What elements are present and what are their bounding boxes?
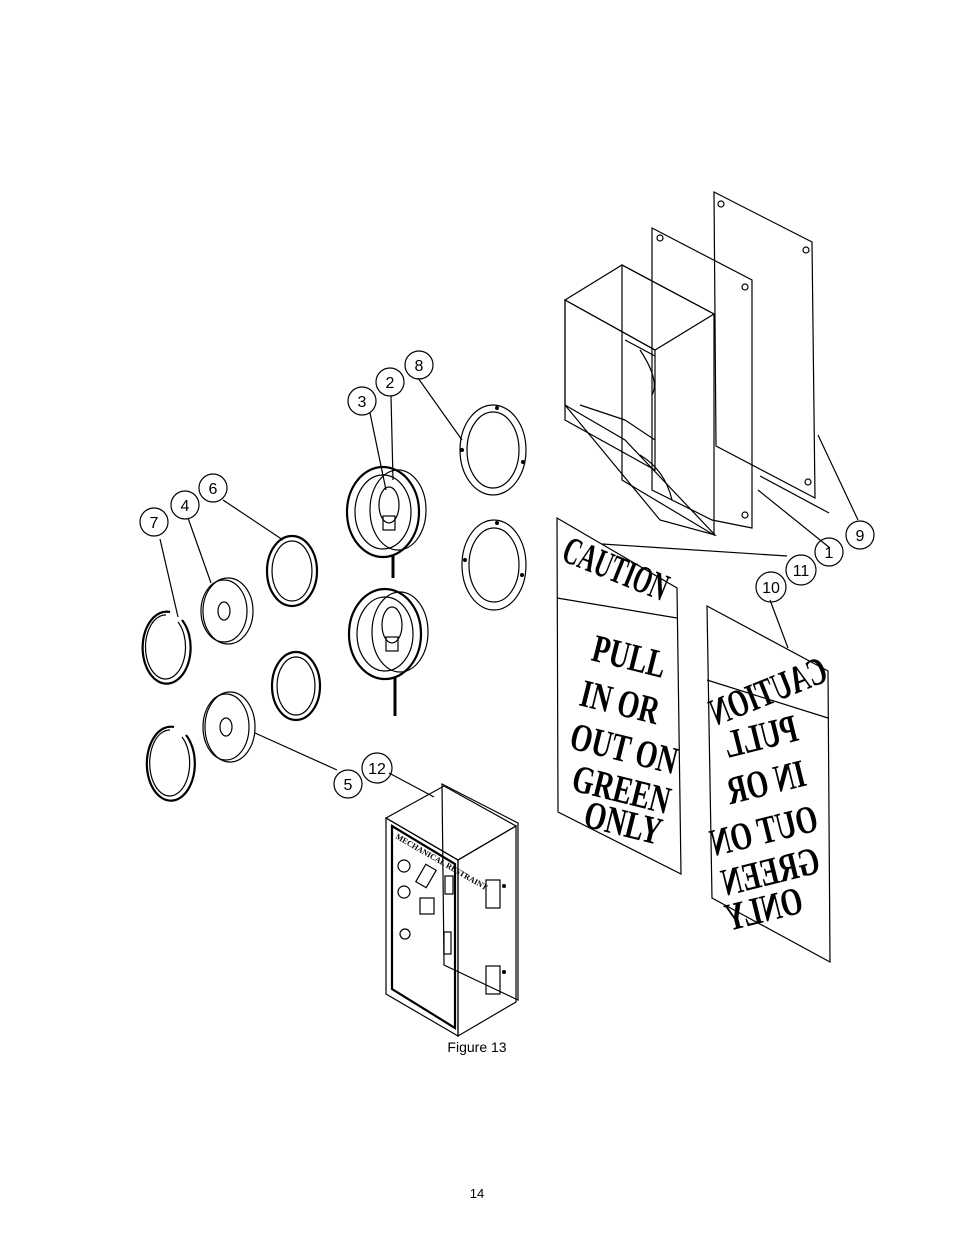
page-number: 14 (469, 1186, 485, 1201)
sign-front-header: CAUTION (556, 528, 674, 610)
leader-lines (159, 377, 859, 798)
gasket-ring-upper (459, 404, 527, 496)
callout-label-5: 5 (344, 777, 353, 794)
callout-6: 6 (198, 473, 228, 503)
signal-housing (563, 227, 753, 537)
callout-8: 8 (404, 350, 434, 380)
callout-5: 5 (333, 769, 363, 799)
callout-label-4: 4 (181, 498, 190, 515)
retaining-ring-lower (145, 725, 196, 802)
callout-11: 11 (785, 554, 817, 586)
lens-upper (265, 534, 319, 608)
caution-sign-front: CAUTION PULL IN OR OUT ON GREEN ONLY (556, 516, 682, 875)
callout-4: 4 (170, 490, 200, 520)
lens-lower (270, 650, 322, 722)
caution-sign-back: CAUTION PULL IN OR OUT ON GREEN ONLY (703, 604, 834, 964)
callout-label-1: 1 (825, 545, 834, 562)
control-box: MECHANICAL RESTRAINT (384, 783, 519, 1038)
callout-10: 10 (755, 571, 787, 603)
callout-label-3: 3 (358, 394, 367, 411)
back-plate (713, 191, 816, 499)
callout-2: 2 (375, 367, 405, 397)
visor-upper (200, 577, 254, 645)
callout-label-8: 8 (415, 358, 424, 375)
callout-9: 9 (845, 520, 875, 550)
callout-label-2: 2 (386, 375, 395, 392)
visor-lower (202, 691, 256, 763)
callout-label-12: 12 (368, 761, 386, 778)
callout-7: 7 (139, 507, 169, 537)
callout-label-6: 6 (209, 481, 218, 498)
lamp-socket-upper (345, 465, 427, 578)
gasket-ring-lower (461, 519, 527, 611)
lamp-socket-lower (347, 587, 429, 716)
callout-label-11: 11 (793, 563, 810, 580)
retaining-ring-upper (141, 610, 192, 685)
callout-3: 3 (347, 386, 377, 416)
callout-12: 12 (361, 752, 393, 784)
figure-caption: Figure 13 (447, 1039, 507, 1055)
callout-1: 1 (814, 537, 844, 567)
callout-label-9: 9 (856, 528, 865, 545)
callout-label-10: 10 (762, 580, 780, 597)
callout-label-7: 7 (150, 515, 159, 532)
